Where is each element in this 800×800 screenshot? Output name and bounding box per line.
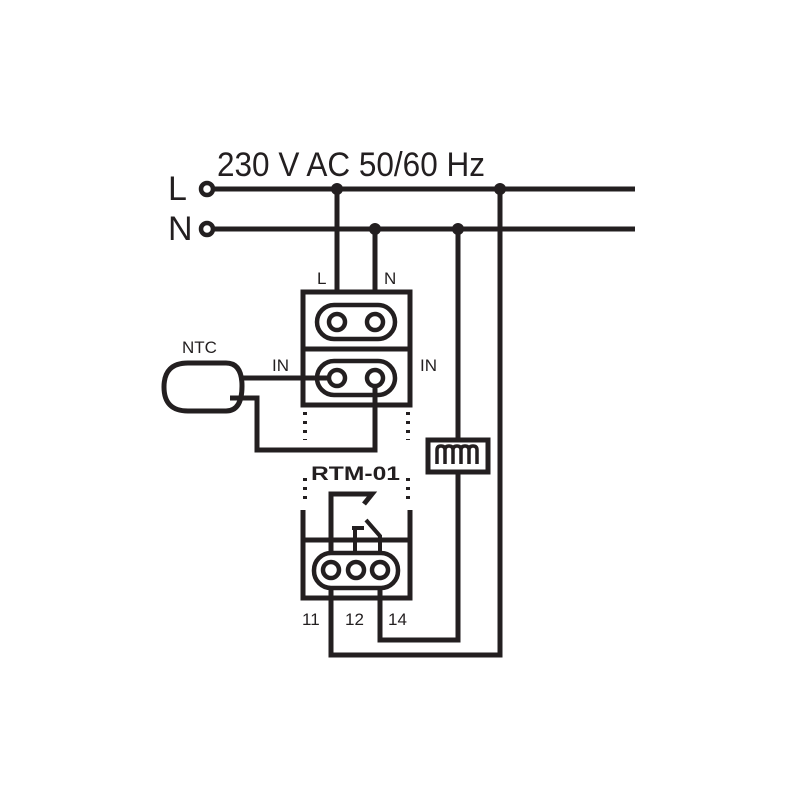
ntc-wire-2 <box>230 386 378 453</box>
line-label: L <box>168 170 187 208</box>
supply-voltage-label: 230 V AC 50/60 Hz <box>217 146 485 184</box>
neutral-terminal <box>198 220 216 238</box>
relay-block <box>300 510 413 601</box>
terminal-l <box>326 311 348 333</box>
line-terminal <box>198 180 216 198</box>
terminal-n <box>364 311 386 333</box>
terminal-12-label: 12 <box>345 610 364 629</box>
terminal-in-2 <box>364 367 386 389</box>
wire-heater-to-14 <box>377 472 461 643</box>
terminal-11 <box>320 559 342 581</box>
module-name: RTM-01 <box>311 464 401 485</box>
terminal-11-label: 11 <box>302 610 320 629</box>
relay-common-wire <box>328 491 378 560</box>
terminal-in-1 <box>326 367 348 389</box>
input-label-right: IN <box>420 356 437 375</box>
terminal-12 <box>345 559 367 581</box>
terminal-n-label: N <box>384 269 396 288</box>
input-label-left: IN <box>272 356 289 375</box>
ntc-sensor <box>161 360 245 414</box>
terminal-l-label: L <box>317 269 326 288</box>
terminal-14 <box>369 559 391 581</box>
heater-coil-icon <box>435 444 479 464</box>
neutral-label: N <box>168 210 193 248</box>
wire-l-to-11 <box>328 189 503 658</box>
terminal-14-label: 14 <box>388 610 407 629</box>
ntc-label: NTC <box>182 338 217 357</box>
